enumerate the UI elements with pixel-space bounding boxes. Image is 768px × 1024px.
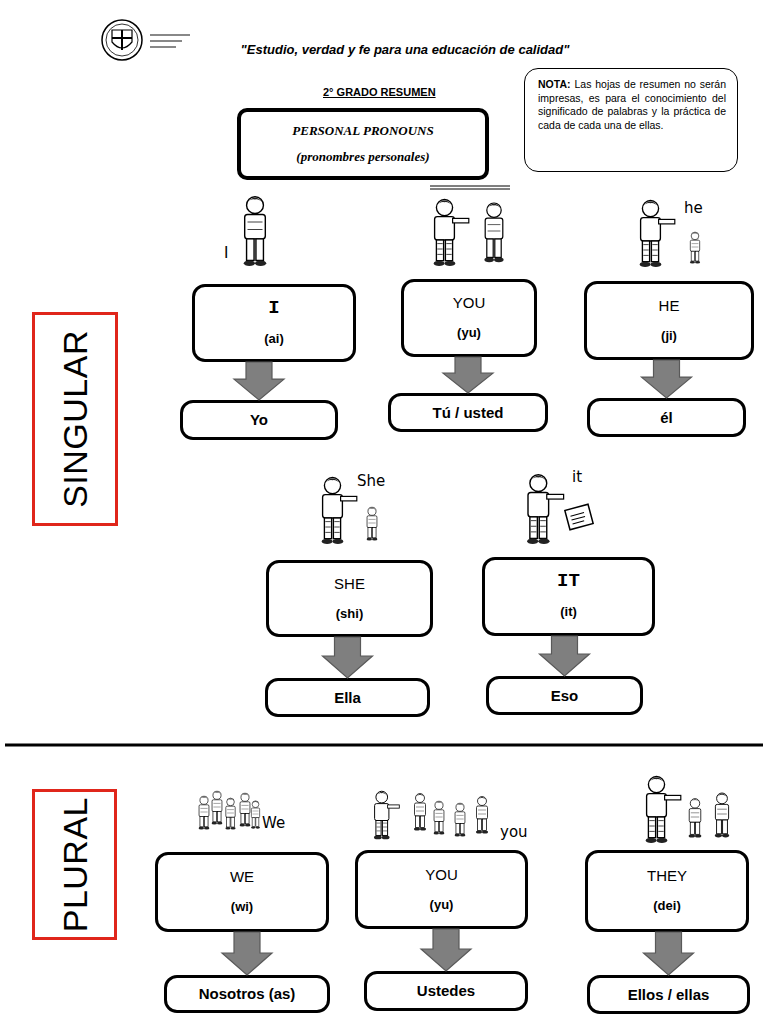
node-text: YOU	[425, 866, 458, 884]
girl-figure	[484, 203, 503, 262]
node-text: NOTA:	[538, 78, 570, 90]
boy-figure	[640, 201, 675, 268]
child-figure	[225, 798, 235, 829]
page-motto: "Estudio, verdad y fe para una educación…	[180, 42, 630, 57]
pronoun-box: SHE (shi)	[266, 560, 433, 637]
pronoun-box: THEY (dei)	[585, 850, 749, 932]
figure-caption: She	[357, 472, 385, 490]
node-text: (dei)	[653, 897, 680, 915]
translation-box: Yo	[180, 400, 338, 440]
node-text: él	[660, 409, 673, 427]
block-arrow	[540, 636, 590, 676]
child-figure	[240, 793, 251, 826]
node-text: (shi)	[336, 605, 363, 623]
figure-caption: We	[262, 814, 285, 832]
pronoun-box: IT (it)	[482, 557, 655, 636]
art-shape	[150, 34, 190, 36]
child-figure	[251, 801, 260, 829]
node-text: WE	[230, 868, 254, 886]
art-shape	[150, 46, 176, 48]
block-arrow	[644, 932, 694, 975]
person-figure	[414, 794, 426, 831]
figure-caption: he	[684, 199, 703, 217]
title-box: PERSONAL PRONOUNS (pronombres personales)	[237, 108, 489, 180]
block-arrow	[222, 932, 272, 975]
boy-figure	[322, 478, 357, 545]
boy-figure	[646, 777, 681, 844]
boy-figure	[374, 791, 399, 839]
block-arrow	[323, 637, 373, 678]
node-text: THEY	[647, 867, 687, 885]
child-figure	[690, 232, 700, 263]
node-text: SINGULAR	[57, 330, 93, 508]
pronoun-box: HE (ji)	[584, 281, 754, 360]
child-figure	[212, 791, 223, 824]
figure-caption: it	[572, 468, 582, 486]
node-text: YOU	[453, 294, 486, 312]
node-text: Ustedes	[417, 982, 475, 1000]
node-text: (wi)	[231, 898, 253, 916]
figure-caption: I	[224, 244, 228, 262]
translation-box: Tú / usted	[388, 393, 548, 432]
translation-box: Ella	[265, 678, 430, 717]
grade-heading: 2° GRADO RESUMEN	[323, 86, 436, 98]
block-arrow	[234, 362, 284, 400]
block-arrow	[642, 360, 692, 398]
child-figure	[689, 799, 702, 838]
translation-box: Ustedes	[364, 971, 528, 1011]
note-box: NOTA:Las hojas de resumen no serán impre…	[524, 68, 738, 172]
node-text: (ai)	[264, 329, 284, 349]
boy-figure	[434, 200, 469, 267]
pronoun-box: I (ai)	[192, 284, 356, 362]
person-figure	[455, 803, 466, 836]
art-shape	[150, 40, 182, 42]
translation-box: Eso	[486, 676, 643, 715]
node-text: (yu)	[430, 896, 454, 914]
node-text: (pronombres personales)	[296, 149, 429, 165]
node-text: PLURAL	[57, 797, 93, 932]
translation-box: él	[587, 398, 746, 437]
art-shape	[106, 24, 138, 56]
child-figure	[715, 793, 729, 837]
node-text: (it)	[560, 602, 577, 622]
section-band: SINGULAR	[32, 312, 118, 526]
art-shape	[102, 20, 142, 60]
node-text: HE	[659, 297, 680, 315]
school-logo	[102, 20, 190, 60]
pronoun-box: WE (wi)	[155, 852, 329, 932]
node-text: I	[268, 298, 279, 318]
boy-figure	[527, 475, 564, 544]
person-figure	[434, 801, 445, 834]
block-arrow	[443, 357, 493, 393]
figure-caption: you	[500, 823, 528, 841]
pronoun-box: YOU (yu)	[401, 279, 537, 357]
node-text: (yu)	[457, 324, 481, 342]
rule-line	[430, 189, 510, 190]
block-arrow	[421, 929, 471, 971]
node-text: Nosotros (as)	[199, 985, 296, 1003]
art-shape	[112, 30, 132, 50]
translation-box: Nosotros (as)	[164, 975, 330, 1013]
rule-line	[430, 186, 510, 187]
node-text: Tú / usted	[433, 404, 504, 422]
person-figure	[476, 797, 488, 834]
child-figure	[199, 796, 210, 829]
boy-figure	[244, 197, 267, 266]
girl-figure	[367, 507, 378, 540]
book-figure	[565, 504, 593, 530]
node-text: PERSONAL PRONOUNS	[292, 123, 433, 139]
translation-box: Ellos / ellas	[587, 975, 750, 1014]
node-text: (ji)	[661, 327, 677, 345]
node-text: Eso	[551, 687, 579, 705]
node-text: Ellos / ellas	[628, 986, 710, 1004]
section-divider	[5, 744, 763, 747]
node-text: SHE	[334, 575, 365, 593]
node-text: Yo	[250, 411, 268, 429]
node-text: IT	[557, 571, 580, 591]
node-text: Ella	[334, 689, 361, 707]
pronoun-box: YOU (yu)	[355, 850, 528, 929]
section-band: PLURAL	[32, 789, 117, 940]
